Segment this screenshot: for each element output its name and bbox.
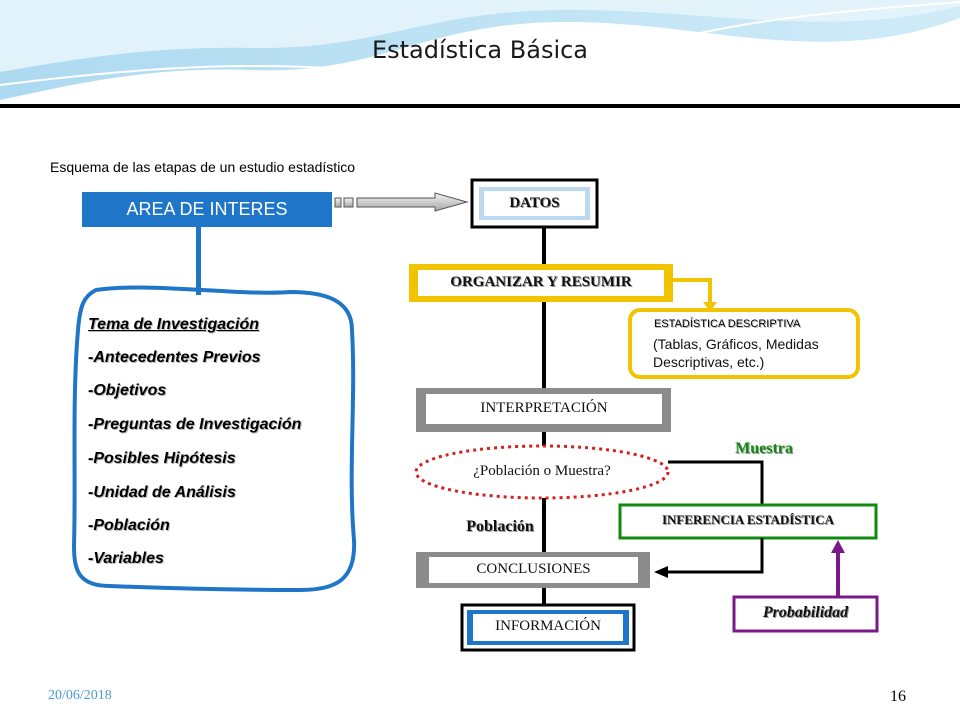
muestra-label: Muestra [735,440,793,457]
slide-title: Estadística Básica [371,36,589,64]
inferencia-to-conclusiones-arrow [654,538,764,578]
area-item-tema: Tema de Investigación [88,316,260,333]
area-de-interes-box: AREA DE INTERES [82,192,332,227]
inferencia-label: INFERENCIA ESTADÍSTICA [661,512,835,527]
probabilidad-to-inferencia-arrow [831,540,845,597]
probabilidad-label: Probabilidad [762,604,849,621]
flow-spine [542,226,546,606]
area-connector [196,227,201,295]
area-item-variables: -Variables [88,550,164,567]
poblacion-muestra-ellipse [414,444,670,500]
interpretacion-label: INTERPRETACIÓN [480,400,608,416]
descriptiva-heading: ESTADÍSTICA DESCRIPTIVA [654,318,801,330]
header-divider [0,104,960,108]
slide-subtitle: Esquema de las etapas de un estudio esta… [50,159,356,175]
conclusiones-label: CONCLUSIONES [476,561,591,577]
area-item-poblacion: -Población [88,517,170,534]
page-number: 16 [890,688,906,705]
descriptiva-body: (Tablas, Gráficos, Medidas Descriptivas,… [653,336,819,370]
pregunta-label: ¿Población o Muestra? [473,463,611,479]
area-item-objetivos: -Objetivos [88,382,167,399]
area-items-enclosure [71,285,357,593]
organizar-label: ORGANIZAR Y RESUMIR [450,274,632,290]
footer-date: 20/06/2018 [48,688,112,703]
organizar-to-descriptiva-arrow [673,278,717,312]
informacion-label: INFORMACIÓN [495,618,601,634]
area-item-hipotesis: -Posibles Hipótesis [88,450,236,467]
area-to-datos-arrow [334,192,469,212]
area-item-preguntas: -Preguntas de Investigación [88,416,302,433]
probabilidad-box [732,595,879,633]
descriptiva-box [628,308,860,379]
datos-label: DATOS [509,195,560,211]
poblacion-label: Población [466,518,534,535]
inferencia-box [618,503,878,540]
area-item-unidad: -Unidad de Análisis [88,484,236,501]
muestra-connector [668,460,764,505]
area-item-antecedentes: -Antecedentes Previos [88,349,261,366]
header-wave-decoration [0,0,960,100]
